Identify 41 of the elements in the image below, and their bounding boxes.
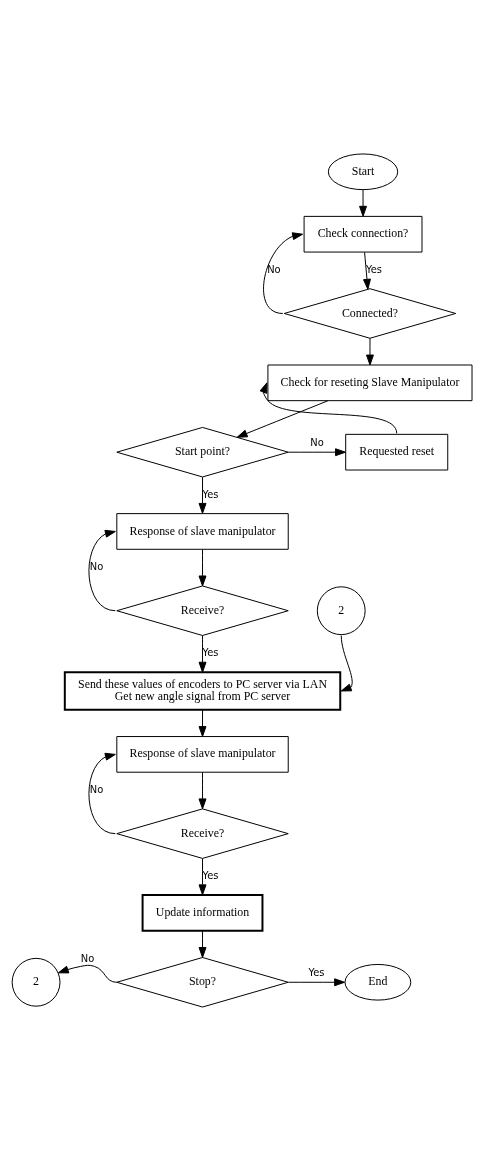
arrow (340, 635, 353, 692)
arrow (198, 930, 207, 958)
edge-label: No (80, 953, 95, 965)
arrow (88, 529, 116, 612)
arrow (198, 476, 207, 514)
node-box: Response of slave manipulator (116, 513, 289, 550)
edge-label: Yes (308, 967, 325, 979)
arrow (88, 752, 116, 835)
node-diamond: Stop? (116, 957, 289, 1008)
arrow (198, 549, 207, 587)
arrow (198, 858, 207, 896)
arrow (236, 400, 329, 438)
arrow (57, 964, 118, 983)
arrow (366, 337, 374, 366)
node-box: Requested reset (345, 433, 449, 471)
arrow (263, 232, 304, 314)
node-circle: 2 (316, 586, 366, 636)
edge-label: No (89, 784, 104, 796)
arrow (259, 382, 398, 434)
arrow (198, 709, 207, 737)
arrow (363, 251, 371, 290)
node-ellipse: End (344, 963, 412, 1001)
edge-label: Yes (365, 263, 382, 275)
arrow (198, 772, 207, 810)
arrow (198, 635, 207, 673)
node-diamond: Receive? (116, 808, 289, 859)
node-ellipse: Start (327, 153, 399, 191)
node-box: Update information (141, 894, 264, 932)
edge-label: No (310, 437, 324, 449)
node-circle: 2 (11, 957, 61, 1007)
node-box: Send these values of encoders to PC server via LAN Get new angle signal from PC server (63, 671, 342, 711)
node-diamond: Receive? (116, 585, 289, 636)
node-box: Check for reseting Slave Manipulator (267, 364, 473, 402)
node-diamond: Connected? (283, 288, 457, 339)
arrow (359, 189, 367, 217)
arrow (287, 448, 346, 457)
edge-label: No (89, 561, 104, 573)
node-box: Check connection? (303, 215, 423, 253)
node-box: Response of slave manipulator (116, 736, 289, 773)
edge-label: No (267, 263, 281, 275)
arrow (287, 978, 346, 987)
